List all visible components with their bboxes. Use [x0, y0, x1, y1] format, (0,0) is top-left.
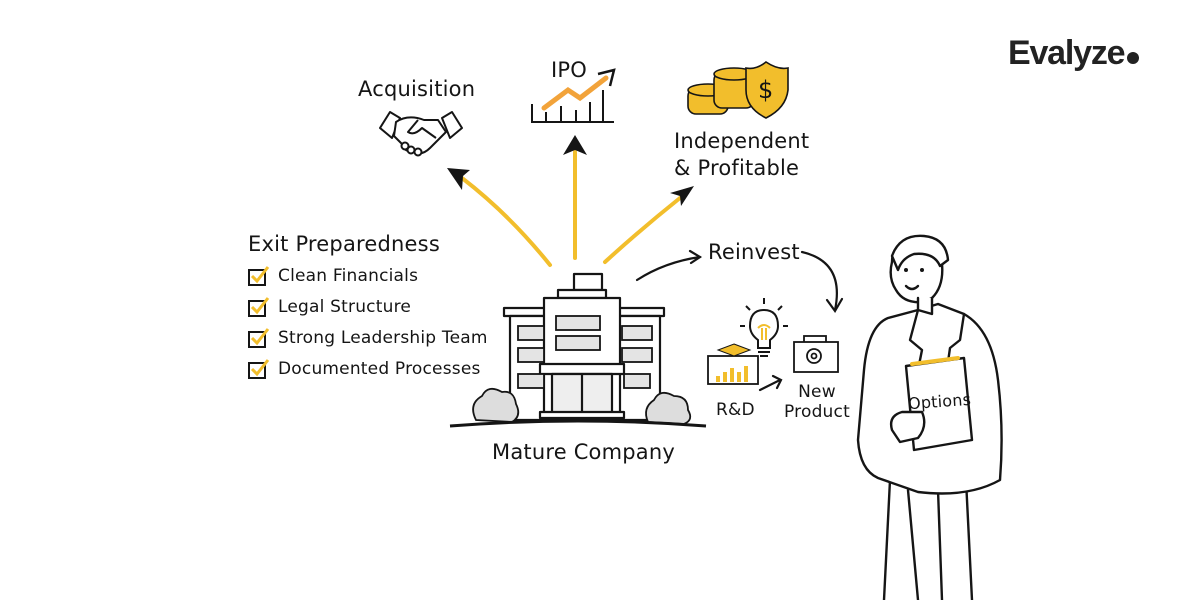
- handshake-icon: [379, 111, 463, 157]
- rnd-label: R&D: [716, 400, 755, 420]
- outcome-independent-line1: Independent: [674, 129, 810, 153]
- checklist-item: Clean Financials: [248, 260, 488, 291]
- checklist-item: Legal Structure: [248, 291, 488, 322]
- checklist-item: Strong Leadership Team: [248, 322, 488, 353]
- rising-chart-icon: [531, 68, 616, 123]
- coins-shield-icon: $: [687, 61, 789, 119]
- checkbox-checked-icon: [248, 296, 270, 317]
- research-chart-icon: [707, 343, 759, 385]
- checklist-title: Exit Preparedness: [248, 232, 440, 256]
- outcome-acquisition-label: Acquisition: [358, 77, 476, 101]
- svg-text:$: $: [758, 76, 773, 104]
- outcome-ipo-label: IPO: [551, 58, 587, 82]
- office-building-icon: [449, 272, 707, 428]
- checkbox-checked-icon: [248, 265, 270, 286]
- new-product-line2: Product: [784, 402, 850, 422]
- mature-company-label: Mature Company: [492, 440, 676, 464]
- checkbox-checked-icon: [248, 358, 270, 379]
- checklist-item-label: Documented Processes: [278, 358, 481, 379]
- outcome-independent-label: Independent & Profitable: [674, 128, 809, 182]
- outcome-independent-line2: & Profitable: [674, 156, 800, 180]
- reinvest-label: Reinvest: [708, 240, 800, 264]
- checklist-item-label: Legal Structure: [278, 296, 412, 317]
- checklist-item-label: Clean Financials: [278, 265, 419, 286]
- lightbulb-icon: [740, 298, 788, 357]
- new-product-line1: New: [798, 382, 836, 402]
- checkbox-checked-icon: [248, 327, 270, 348]
- brand-logo: Evalyze: [1008, 34, 1140, 73]
- new-product-label: New Product: [784, 382, 850, 422]
- product-box-icon: [793, 335, 839, 373]
- logo-dot-icon: [1127, 52, 1140, 64]
- checklist-item-label: Strong Leadership Team: [278, 327, 488, 348]
- checklist-item: Documented Processes: [248, 353, 488, 384]
- exit-preparedness-checklist: Exit Preparedness Clean Financials Legal…: [248, 232, 488, 384]
- businessman-icon: [856, 234, 1003, 600]
- brand-logo-text: Evalyze: [1008, 34, 1126, 72]
